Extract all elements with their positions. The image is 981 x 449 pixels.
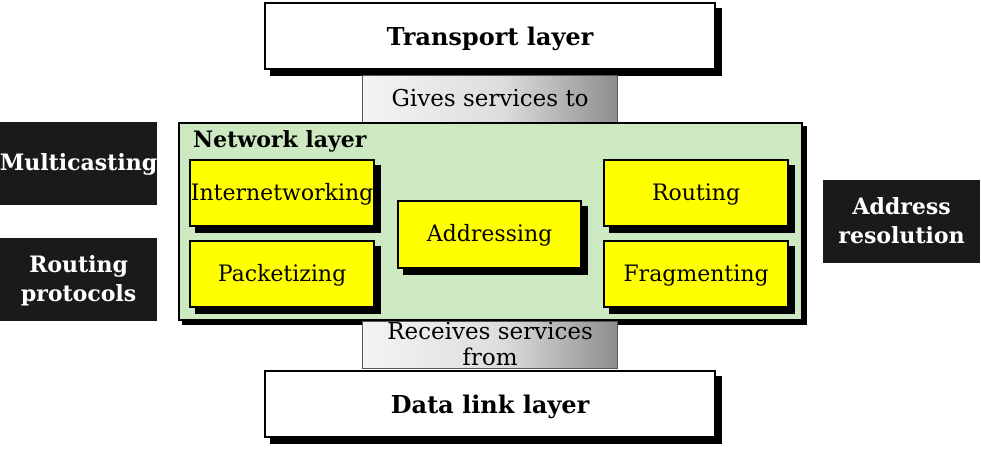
multicasting-label-box: Multicasting xyxy=(0,122,157,205)
routing-box: Routing xyxy=(603,159,789,227)
addressing-label: Addressing xyxy=(426,222,553,247)
routing-protocols-line-1: Routing xyxy=(29,251,128,278)
address-resolution-line-1: Address xyxy=(852,193,951,220)
address-resolution-line-2: resolution xyxy=(838,222,965,249)
packetizing-box: Packetizing xyxy=(189,240,375,308)
data-link-layer-label: Data link layer xyxy=(390,389,590,419)
packetizing-label: Packetizing xyxy=(217,261,347,287)
internetworking-box: Internetworking xyxy=(189,159,375,227)
receives-services-label: Receives services from xyxy=(387,319,593,371)
data-link-layer-box: Data link layer xyxy=(264,370,716,438)
fragmenting-label: Fragmenting xyxy=(623,261,769,287)
gives-services-label: Gives services to xyxy=(391,86,589,112)
routing-protocols-line-2: protocols xyxy=(20,280,137,307)
routing-label: Routing xyxy=(651,180,741,206)
network-layer-title: Network layer xyxy=(193,127,367,153)
address-resolution-label-box: Address resolution xyxy=(823,180,980,263)
transport-layer-label: Transport layer xyxy=(386,21,594,51)
fragmenting-box: Fragmenting xyxy=(603,240,789,308)
receives-services-connector: Receives services from xyxy=(362,319,618,371)
multicasting-label: Multicasting xyxy=(0,150,158,176)
gives-services-connector: Gives services to xyxy=(362,75,618,123)
transport-layer-box: Transport layer xyxy=(264,2,716,70)
addressing-box: Addressing xyxy=(397,200,582,269)
internetworking-label: Internetworking xyxy=(190,180,374,206)
routing-protocols-label-box: Routing protocols xyxy=(0,238,157,321)
